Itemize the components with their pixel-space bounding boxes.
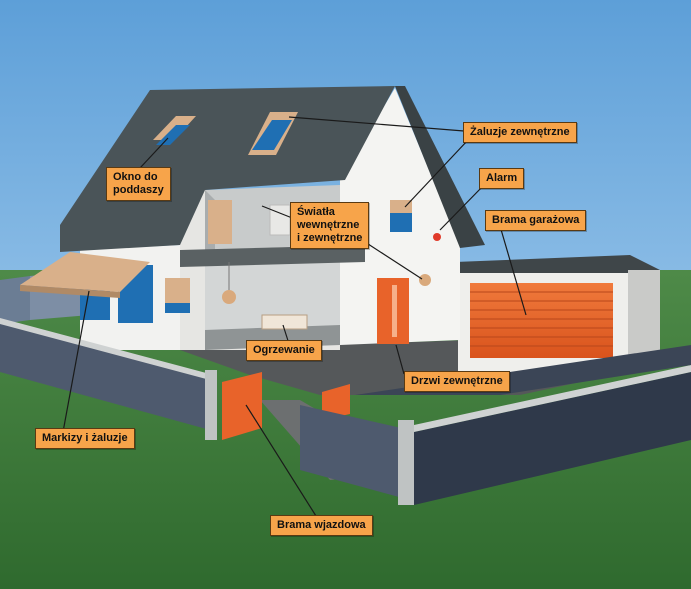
lamp-interior <box>222 290 236 304</box>
leader-lines <box>62 116 527 517</box>
label-front-door: Drzwi zewnętrzne <box>404 371 510 392</box>
label-garage-door: Brama garażowa <box>485 210 587 231</box>
label-heating: Ogrzewanie <box>246 340 322 361</box>
label-entrance-gate: Brama wjazdowa <box>270 515 373 536</box>
label-lights: Światła wewnętrzne i zewnętrzne <box>290 202 370 249</box>
front-fence-left <box>0 318 217 440</box>
radiator <box>261 314 308 330</box>
lamp-exterior <box>419 274 431 286</box>
label-awnings: Markizy i żaluzje <box>35 428 135 449</box>
entrance-gate <box>222 372 350 440</box>
label-external-blinds: Żaluzje zewnętrzne <box>463 122 577 143</box>
garage <box>455 255 660 373</box>
garage-door <box>470 283 613 358</box>
awning <box>20 252 150 298</box>
label-alarm: Alarm <box>479 168 525 189</box>
label-attic-window: Okno do poddaszy <box>106 167 171 201</box>
alarm-siren <box>433 233 441 241</box>
